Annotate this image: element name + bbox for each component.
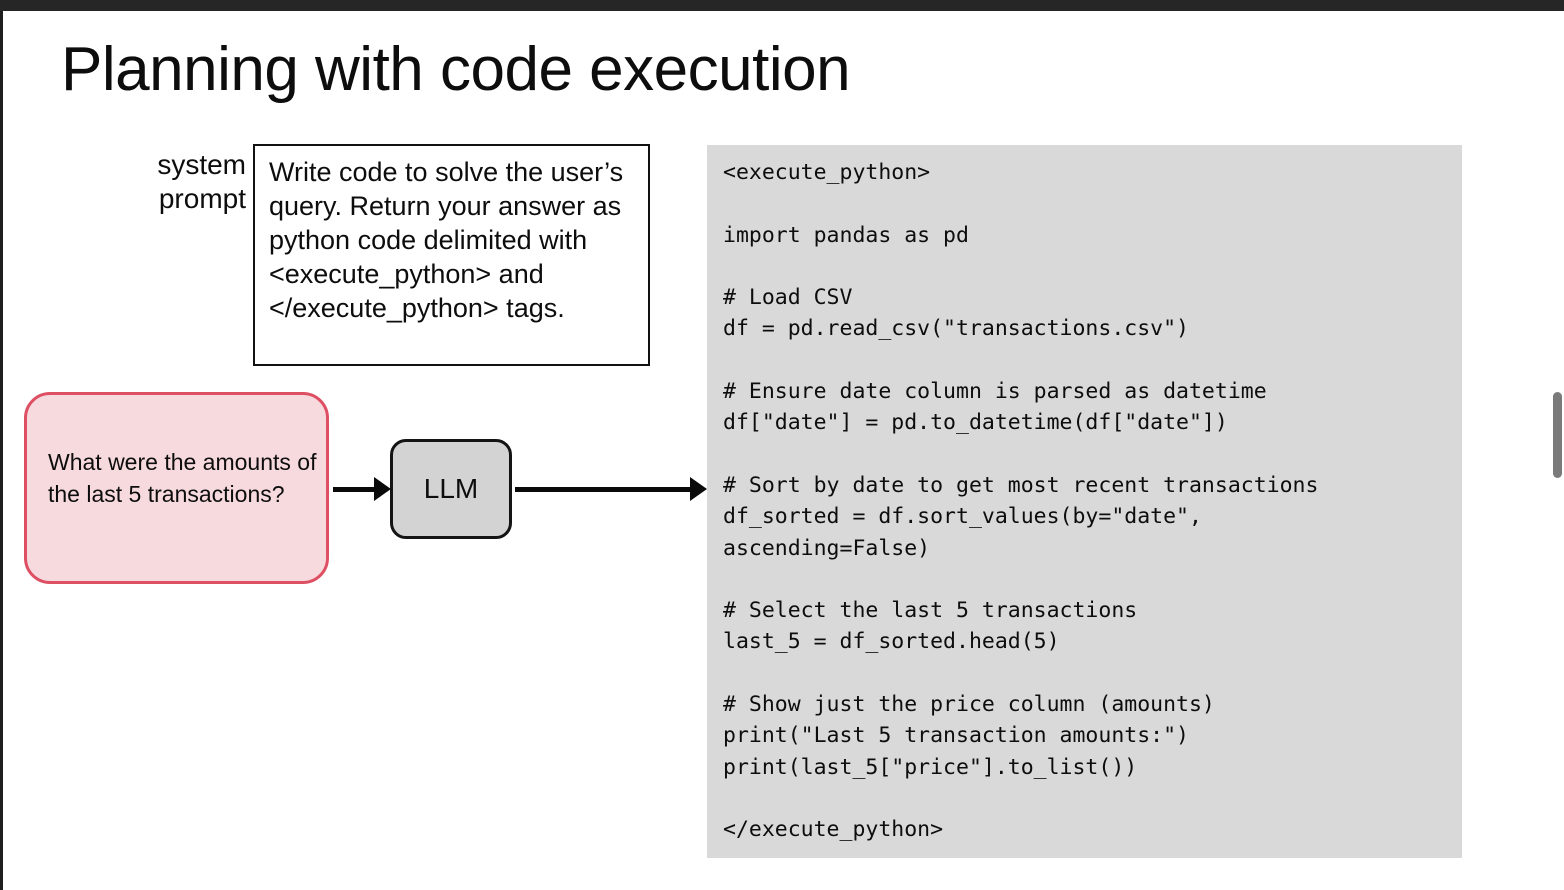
user-query-text: What were the amounts of the last 5 tran… [48,449,323,507]
system-prompt-label: system prompt [157,149,246,214]
arrow-llm-to-code-line [515,487,691,492]
code-output-block: <execute_python> import pandas as pd # L… [707,145,1462,858]
slide-canvas: Planning with code execution system prom… [3,11,1551,890]
llm-node: LLM [390,439,512,539]
arrow-user-to-llm-head-icon [374,477,391,501]
code-output-text: <execute_python> import pandas as pd # L… [723,160,1319,843]
window-left-edge [0,11,3,890]
page-title: Planning with code execution [61,35,851,104]
arrow-llm-to-code-head-icon [690,477,707,501]
vertical-scrollbar-track[interactable] [1551,11,1564,890]
system-prompt-text: Write code to solve the user’s query. Re… [269,157,631,323]
system-prompt-box: Write code to solve the user’s query. Re… [253,144,650,366]
vertical-scrollbar-thumb[interactable] [1553,392,1562,478]
window-top-bar [0,0,1564,11]
user-query-bubble: What were the amounts of the last 5 tran… [24,392,329,584]
llm-node-label: LLM [423,473,479,504]
arrow-user-to-llm-line [333,487,375,492]
